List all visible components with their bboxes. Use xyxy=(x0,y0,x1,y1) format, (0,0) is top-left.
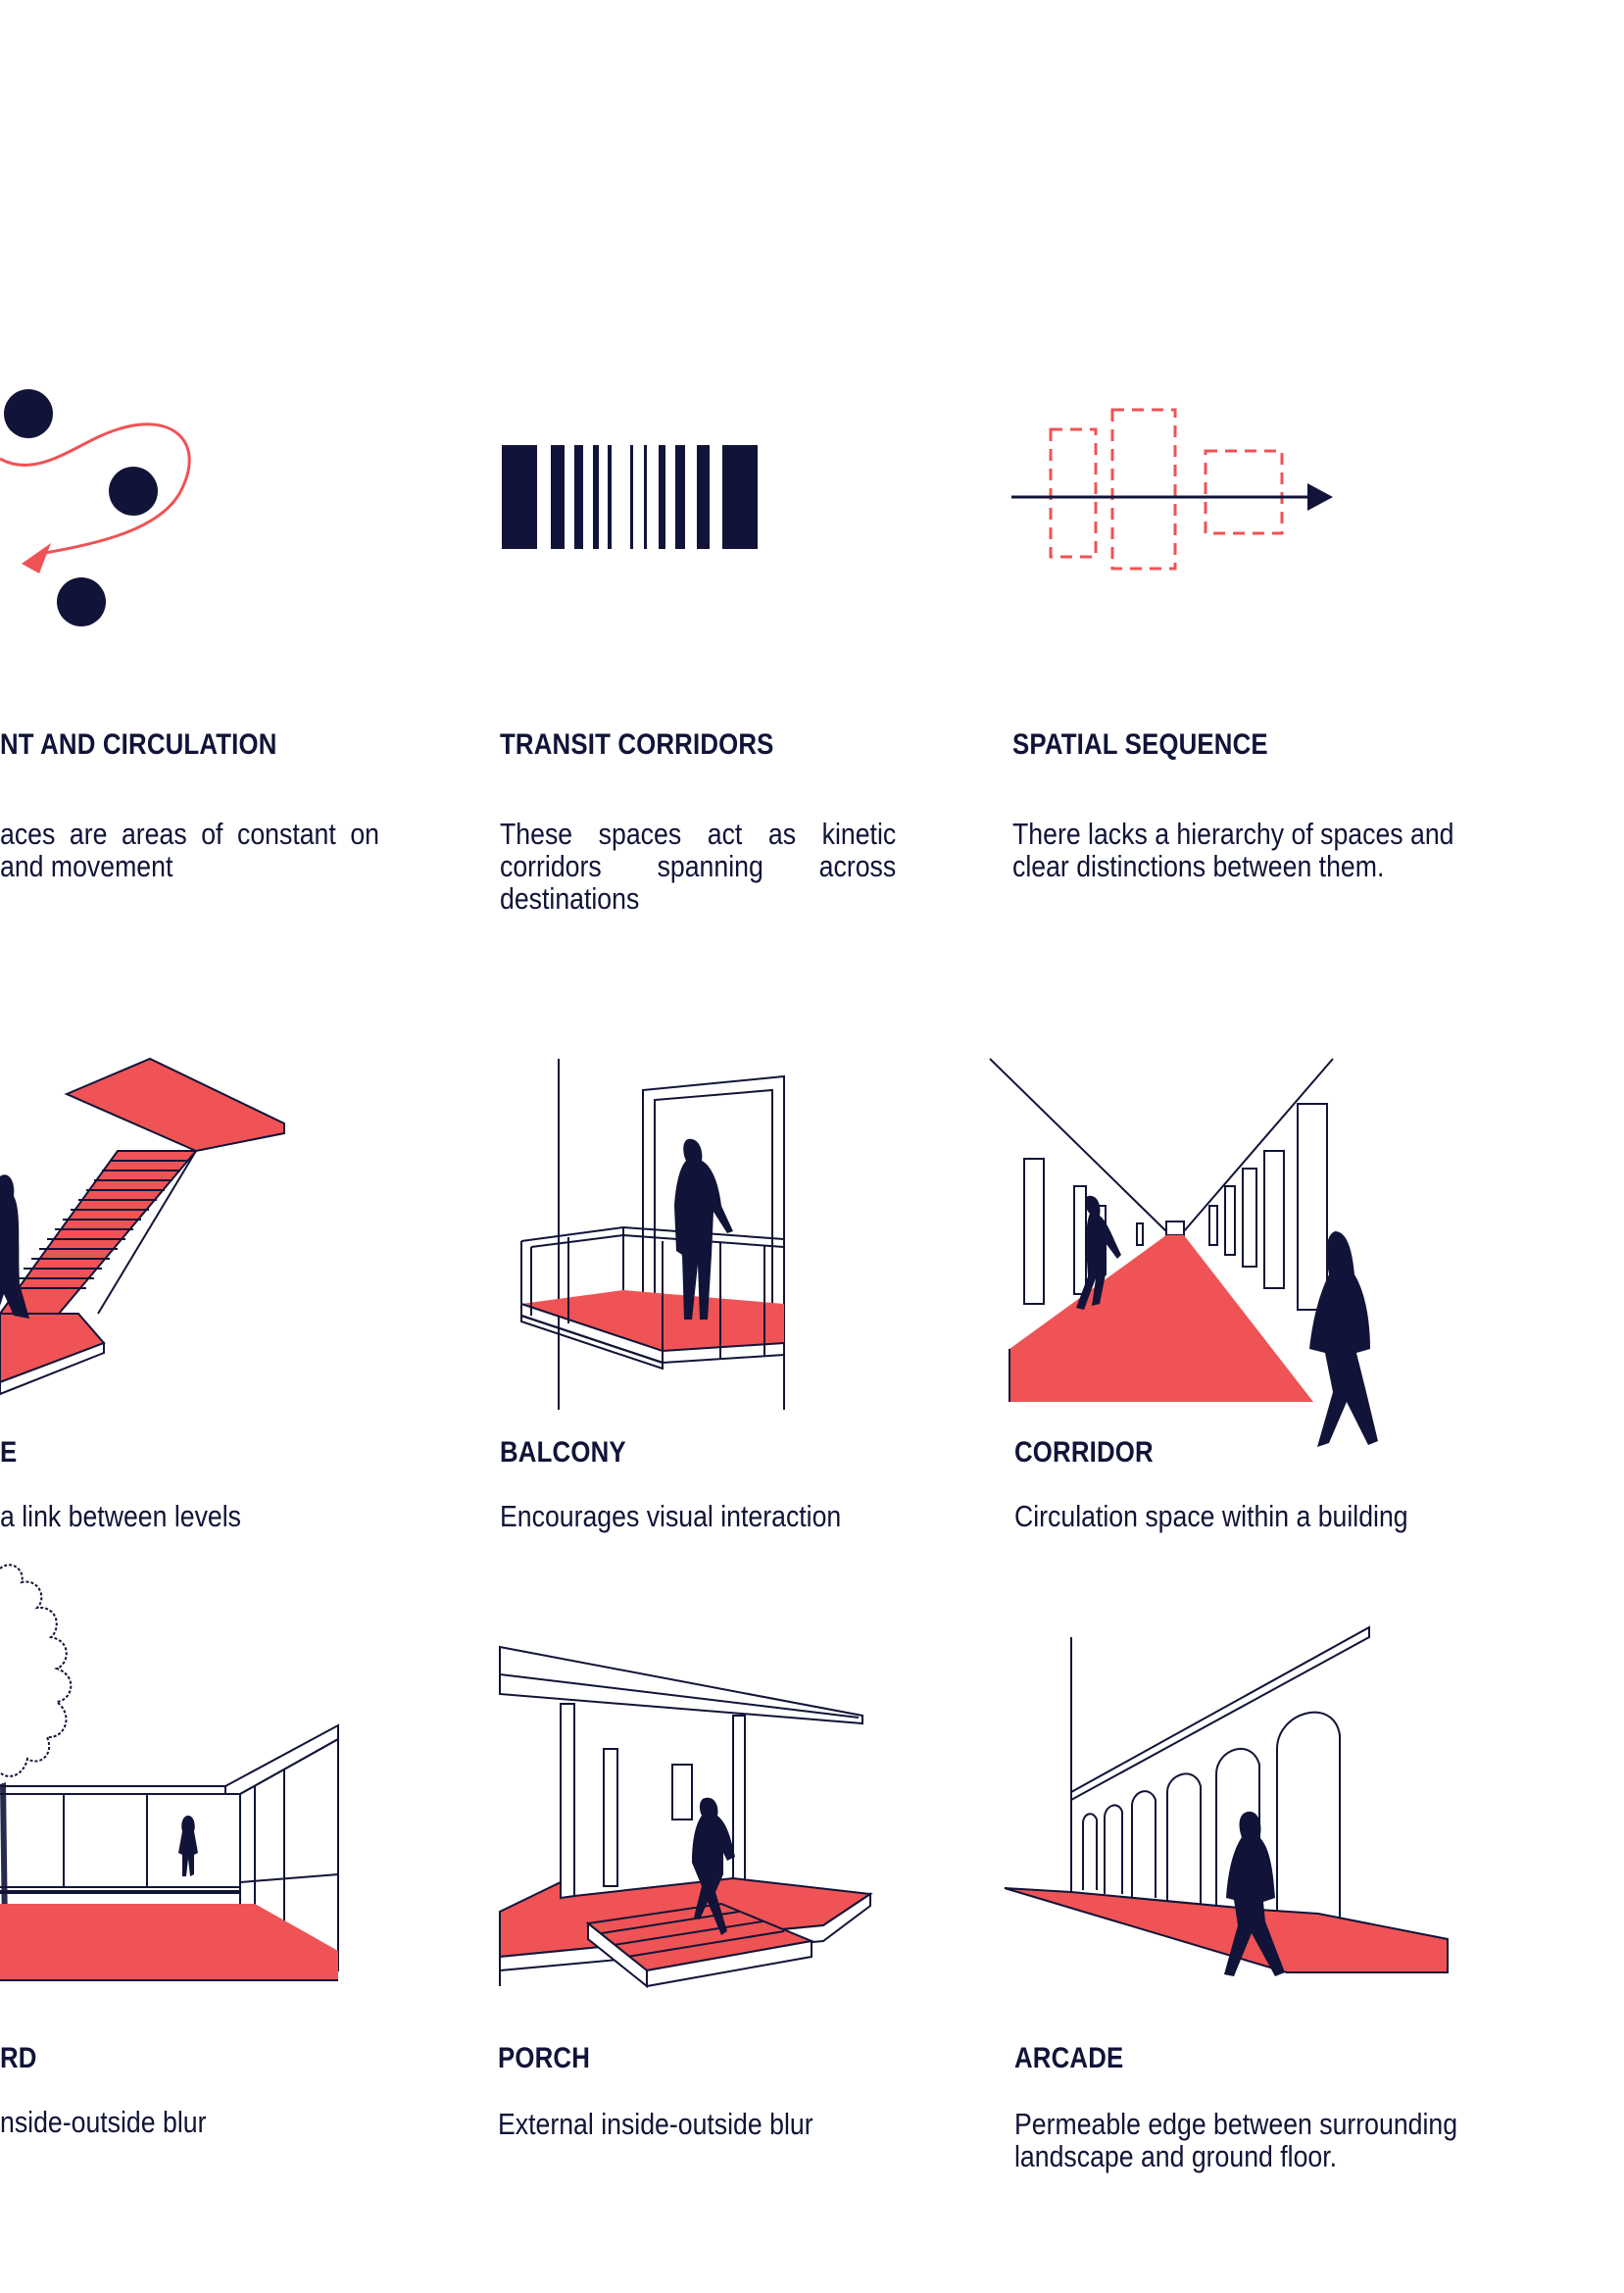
element-desc-staircase: a link between levels xyxy=(0,1499,242,1533)
element-title-balcony: BALCONY xyxy=(500,1436,626,1469)
element-desc-corridor: Circulation space within a building xyxy=(1014,1499,1408,1533)
concept-title-transit-corridors: TRANSIT CORRIDORS xyxy=(500,728,774,761)
element-title-porch: PORCH xyxy=(498,2042,591,2074)
staircase-illustration xyxy=(0,1057,285,1396)
courtyard-illustration xyxy=(0,1564,339,1981)
arcade-illustration xyxy=(1004,1625,1449,1976)
circulation-dots-icon xyxy=(0,389,191,626)
balcony-illustration xyxy=(520,1059,785,1410)
element-desc-porch: External inside-outside blur xyxy=(498,2107,813,2141)
element-desc-courtyard: nside-outside blur xyxy=(0,2105,207,2139)
element-desc-arcade: Permeable edge between surrounding lands… xyxy=(1014,2107,1458,2173)
corridor-illustration xyxy=(989,1058,1378,1447)
element-title-courtyard: RD xyxy=(0,2042,37,2074)
barcode-stripes-icon xyxy=(502,445,758,549)
concept-title-spatial-sequence: SPATIAL SEQUENCE xyxy=(1012,728,1268,761)
concept-desc-spatial-sequence: There lacks a hierarchy of spaces and cl… xyxy=(1012,817,1454,883)
element-title-corridor: CORRIDOR xyxy=(1014,1436,1154,1469)
sequence-arrow-icon xyxy=(1011,408,1333,571)
element-title-arcade: ARCADE xyxy=(1014,2042,1124,2074)
concept-desc-transit-corridors: These spaces act as kinetic corridors sp… xyxy=(500,817,897,916)
element-desc-balcony: Encourages visual interaction xyxy=(500,1499,842,1533)
porch-illustration xyxy=(499,1645,873,1989)
concept-title-circulation: NT AND CIRCULATION xyxy=(0,728,277,761)
concept-desc-circulation: aces are areas of constant on and moveme… xyxy=(0,817,379,883)
element-title-staircase: E xyxy=(0,1436,18,1469)
